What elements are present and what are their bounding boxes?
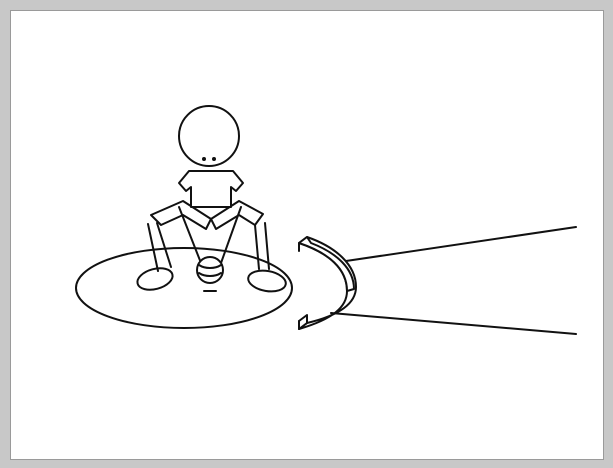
- ball: [197, 257, 223, 291]
- left-foot: [135, 265, 175, 294]
- field-line-top: [346, 227, 576, 261]
- illustration: [11, 11, 604, 460]
- head: [179, 106, 239, 166]
- drawing-canvas: [10, 10, 604, 460]
- field-line-bottom: [331, 313, 576, 334]
- torso: [179, 171, 243, 207]
